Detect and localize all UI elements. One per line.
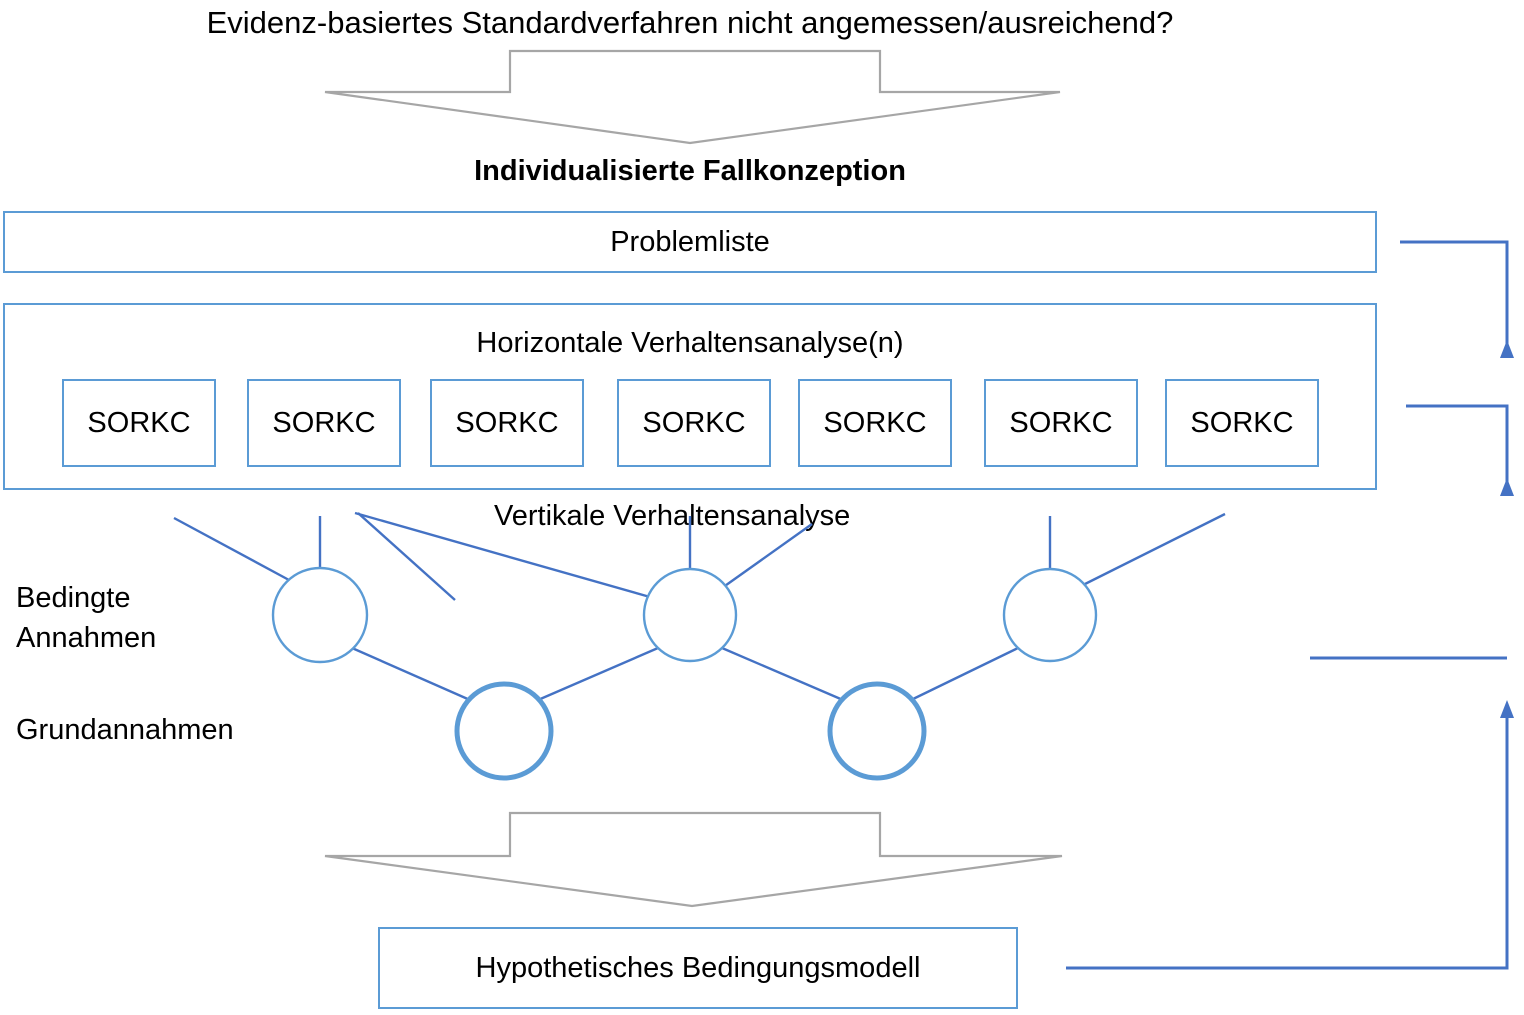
down-arrow-bottom bbox=[324, 811, 1063, 908]
core-assumption-node-1 bbox=[454, 681, 554, 781]
sorkc-box-1: SORKC bbox=[62, 379, 216, 467]
label-grundannahmen: Grundannahmen bbox=[16, 714, 234, 746]
horizontale-verhaltensanalyse-title: Horizontale Verhaltensanalyse(n) bbox=[476, 327, 904, 359]
arrow-head-icon bbox=[1500, 700, 1514, 718]
connector-line bbox=[721, 646, 844, 702]
sorkc-label: SORKC bbox=[823, 406, 927, 439]
connector-line bbox=[173, 516, 290, 582]
connector-line bbox=[910, 646, 1019, 702]
sorkc-box-7: SORKC bbox=[1165, 379, 1319, 467]
sorkc-row: SORKC SORKC SORKC SORKC SORKC SORKC SORK… bbox=[5, 379, 1375, 467]
problemliste-box: Problemliste bbox=[3, 211, 1377, 273]
sorkc-box-3: SORKC bbox=[430, 379, 584, 467]
core-assumption-node-2 bbox=[827, 681, 927, 781]
connector-line bbox=[721, 523, 813, 589]
down-arrow-top bbox=[324, 49, 1061, 145]
connector-line bbox=[357, 512, 456, 601]
sorkc-label: SORKC bbox=[87, 406, 191, 439]
connector-line bbox=[1082, 512, 1226, 587]
label-bedingte-annahmen-line1: Bedingte bbox=[16, 582, 131, 614]
sorkc-box-2: SORKC bbox=[247, 379, 401, 467]
vertical-analysis-connectors bbox=[173, 511, 1226, 702]
sorkc-box-5: SORKC bbox=[798, 379, 952, 467]
conditional-assumption-node-2 bbox=[642, 567, 738, 663]
conditional-assumption-node-3 bbox=[1002, 567, 1098, 663]
horizontale-verhaltensanalyse-box: Horizontale Verhaltensanalyse(n) SORKC S… bbox=[3, 303, 1377, 490]
sorkc-box-6: SORKC bbox=[984, 379, 1138, 467]
connector-line bbox=[351, 646, 471, 702]
connector-line bbox=[537, 646, 659, 702]
sorkc-label: SORKC bbox=[272, 406, 376, 439]
hypothetisches-bedingungsmodell-label: Hypothetisches Bedingungsmodell bbox=[475, 951, 921, 984]
label-bedingte-annahmen-line2: Annahmen bbox=[16, 622, 157, 654]
feedback-loop-4 bbox=[1066, 700, 1514, 970]
feedback-loop-1 bbox=[1400, 240, 1514, 358]
arrow-head-icon bbox=[1500, 340, 1514, 358]
sorkc-label: SORKC bbox=[1190, 406, 1294, 439]
vertikale-verhaltensanalyse-title: Vertikale Verhaltensanalyse bbox=[494, 500, 851, 532]
section-heading-fallkonzeption: Individualisierte Fallkonzeption bbox=[474, 155, 906, 187]
arrow-head-icon bbox=[1500, 478, 1514, 496]
conditional-assumption-node-1 bbox=[271, 566, 369, 664]
page-title: Evidenz-basiertes Standardverfahren nich… bbox=[206, 5, 1174, 40]
sorkc-label: SORKC bbox=[455, 406, 559, 439]
feedback-loop-2 bbox=[1406, 404, 1514, 496]
sorkc-box-4: SORKC bbox=[617, 379, 771, 467]
sorkc-label: SORKC bbox=[1009, 406, 1113, 439]
problemliste-label: Problemliste bbox=[610, 225, 770, 258]
hypothetisches-bedingungsmodell-box: Hypothetisches Bedingungsmodell bbox=[378, 927, 1018, 1009]
sorkc-label: SORKC bbox=[642, 406, 746, 439]
